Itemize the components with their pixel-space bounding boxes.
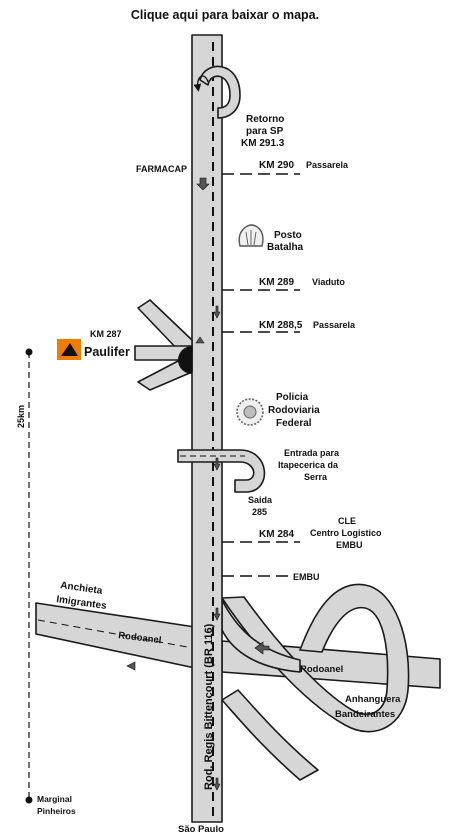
entrada-label-line1: Entrada para — [284, 448, 340, 458]
km287-label: KM 287 — [90, 329, 122, 339]
highway-name-label: Rod. Regis Bittencourt (BR 116) — [203, 623, 215, 790]
paulifer-label: Paulifer — [84, 345, 130, 359]
km289-label: KM 289 — [259, 277, 294, 288]
km290-desc-label: Passarela — [306, 160, 349, 170]
km289-desc-label: Viaduto — [312, 277, 345, 287]
km284-label: KM 284 — [259, 529, 294, 540]
policia-label-line3: Federal — [276, 418, 312, 429]
cle-label-line2: Centro Logistico — [310, 528, 382, 538]
cle-label-line1: CLE — [338, 516, 356, 526]
police-badge-icon — [236, 398, 264, 426]
ramp-right — [221, 599, 301, 673]
map-labels: Retorno para SP KM 291.3 FARMACAP KM 290… — [37, 114, 401, 835]
km2885-desc-label: Passarela — [313, 320, 356, 330]
itapecerica-loop — [177, 449, 266, 493]
km2885-label: KM 288,5 — [259, 320, 303, 331]
marginal-label-line1: Marginal — [37, 794, 72, 804]
sao-paulo-label: São Paulo — [178, 824, 224, 835]
rodoanel-left-label: Rodoanel — [118, 630, 162, 646]
direction-arrows — [126, 177, 270, 791]
distance-scale: 25km — [16, 348, 33, 804]
entrada-label-line2: Itapecerica da — [278, 460, 339, 470]
embu-label: EMBU — [293, 572, 320, 582]
saida-label-line2: 285 — [252, 507, 267, 517]
retorno-label-line2: para SP — [246, 126, 284, 137]
paulifer-logo-icon — [57, 339, 81, 360]
farmacap-label: FARMACAP — [136, 164, 187, 174]
distance-label: 25km — [16, 405, 26, 428]
paulifer-interchange — [134, 299, 193, 391]
km-markers — [222, 173, 300, 577]
shell-station-icon — [238, 224, 264, 247]
marginal-label-line2: Pinheiros — [37, 806, 76, 816]
saida-label-line1: Saida — [248, 495, 273, 505]
posto-label-line2: Batalha — [267, 242, 304, 253]
retorno-loop — [199, 65, 241, 119]
cle-label-line3: EMBU — [336, 540, 363, 550]
posto-label-line1: Posto — [274, 230, 302, 241]
retorno-label-line3: KM 291.3 — [241, 138, 285, 149]
retorno-label-line1: Retorno — [246, 114, 284, 125]
policia-label-line2: Rodoviaria — [268, 405, 320, 416]
km290-label: KM 290 — [259, 160, 294, 171]
download-map-link[interactable]: Clique aqui para baixar o mapa. — [130, 8, 320, 22]
policia-label-line1: Policia — [276, 392, 309, 403]
anhanguera-label-line2: Bandeirantes — [335, 709, 395, 720]
rodoanel-left-road — [35, 602, 196, 669]
entrada-label-line3: Serra — [304, 472, 328, 482]
anhanguera-loop-road — [221, 583, 410, 733]
anhanguera-label-line1: Anhanguera — [345, 694, 401, 705]
br116-main-road — [191, 34, 223, 823]
ramp-lower — [221, 689, 319, 781]
rodoanel-right-label: Rodoanel — [300, 664, 343, 675]
